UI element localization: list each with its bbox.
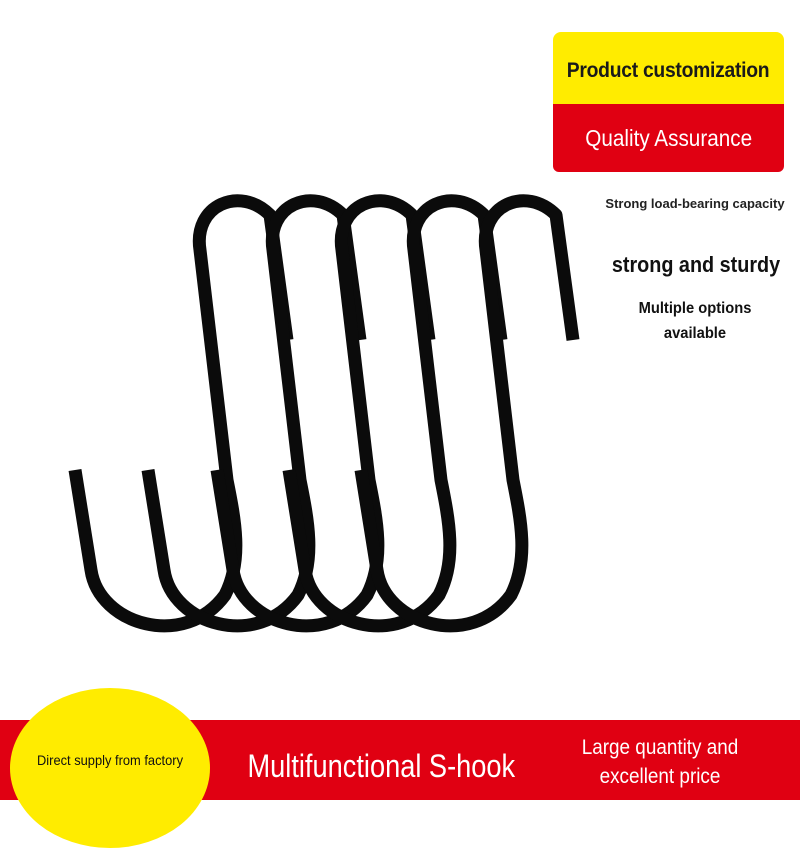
s-hook-4	[282, 194, 508, 633]
product-customization-badge: Product customization	[553, 32, 784, 110]
s-hook-3	[210, 194, 436, 633]
sturdy-feature: strong and sturdy	[611, 252, 781, 277]
s-hook-5	[354, 194, 580, 633]
product-title: Multifunctional S-hook	[247, 748, 516, 784]
load-bearing-feature: Strong load-bearing capacity	[605, 196, 785, 211]
factory-supply-label: Direct supply from factory	[36, 752, 184, 768]
banner-yellow-circle	[10, 688, 210, 848]
quality-assurance-label: Quality Assurance	[585, 124, 752, 151]
price-label: Large quantity and excellent price	[581, 736, 739, 788]
quality-assurance-badge: Quality Assurance	[553, 104, 784, 172]
product-customization-label: Product customization	[567, 59, 770, 82]
s-hook-1	[68, 194, 294, 633]
s-hook-2	[141, 194, 367, 633]
s-hooks-product-photo	[68, 194, 580, 633]
options-feature: Multiple options available	[638, 300, 752, 342]
